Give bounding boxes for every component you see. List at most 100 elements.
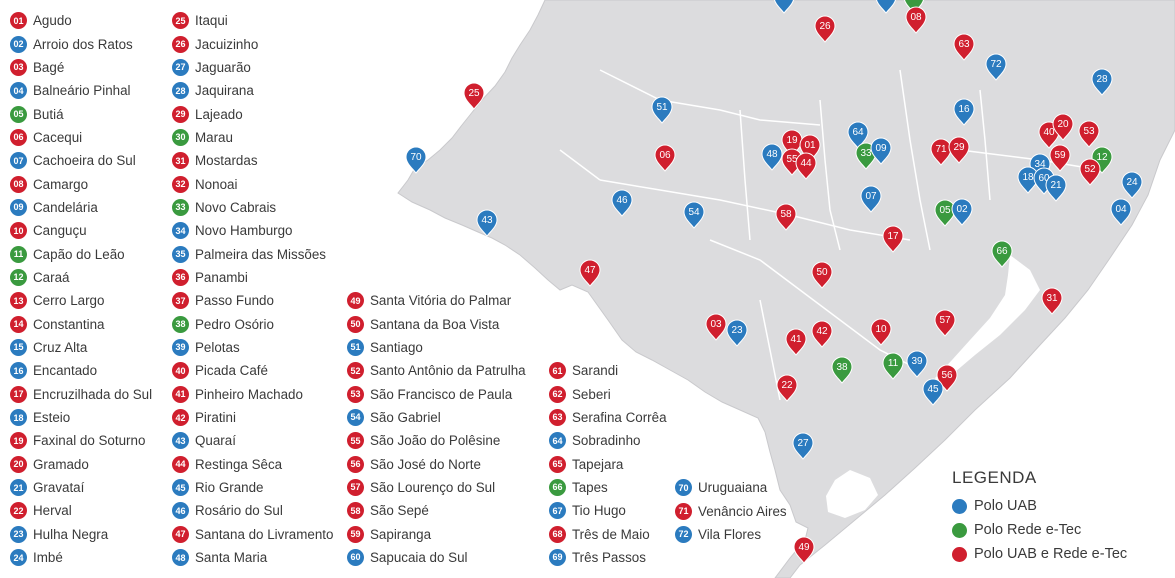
list-item: 55 São João do Polêsine [347, 429, 526, 452]
map-pin: 19 [781, 129, 803, 157]
list-item-number-badge: 43 [172, 432, 189, 450]
list-item-number-badge: 68 [549, 525, 566, 543]
map-pin-marker [904, 0, 924, 14]
list-item: 36 Panambi [172, 266, 333, 289]
list-item: 56 São José do Norte [347, 452, 526, 475]
list-item-name: Serafina Corrêa [572, 409, 667, 425]
list-item: 63 Serafina Corrêa [549, 406, 667, 429]
map-pin-marker [1121, 171, 1143, 199]
list-item-name: São Lourenço do Sul [370, 479, 496, 495]
list-item-name: Sapucaia do Sul [370, 549, 468, 565]
list-item-number-badge: 63 [549, 408, 566, 426]
map-pin-number: 53 [1083, 126, 1095, 137]
list-item-number-badge: 38 [172, 315, 189, 333]
list-item-number-badge: 36 [172, 268, 189, 286]
list-item-number-badge: 62 [549, 385, 566, 403]
map-pin-number: 08 [910, 12, 922, 23]
list-item-number-badge: 51 [347, 338, 364, 356]
list-item-number-badge: 72 [675, 525, 692, 543]
map-pin-marker [811, 261, 833, 289]
list-item-name: Jaquirana [195, 83, 254, 99]
list-item-number-badge: 49 [347, 292, 364, 310]
list-item-number-badge: 65 [549, 455, 566, 473]
list-item-number-badge: 14 [10, 315, 27, 333]
list-item-number-badge: 59 [347, 525, 364, 543]
list-item-name: São José do Norte [370, 456, 481, 472]
list-item-name: Capão do Leão [33, 246, 125, 262]
map-pin-marker [870, 318, 892, 346]
list-item-name: Gravataí [33, 480, 85, 496]
map-pin: 25 [463, 82, 485, 110]
map-pin-number: 16 [958, 104, 970, 115]
map-pin-number: 09 [875, 143, 887, 154]
map-pin-number: 58 [780, 209, 792, 220]
list-item-name: Panambi [195, 269, 248, 285]
list-item-name: Caraá [33, 269, 70, 285]
list-item-number-badge: 05 [10, 105, 27, 123]
map-pin-number: 47 [584, 265, 596, 276]
map-pin-number: 29 [953, 142, 965, 153]
map-pin: 46 [611, 189, 633, 217]
map-pin-marker [934, 199, 956, 227]
list-item-name: Picada Café [195, 363, 268, 379]
list-item-name: Sobradinho [572, 433, 641, 449]
list-item-name: São João do Polêsine [370, 433, 501, 449]
list-item-number-badge: 23 [10, 525, 27, 543]
list-item: 59 Sapiranga [347, 522, 526, 545]
map-pin-marker [1110, 198, 1132, 226]
map-pin: 45 [922, 378, 944, 406]
map-pin-number: 51 [656, 102, 668, 113]
list-item-name: Mostardas [195, 153, 258, 169]
list-item-name: Novo Cabrais [195, 199, 277, 215]
map-pin-marker [1017, 166, 1039, 194]
map-pin-number: 12 [1096, 152, 1108, 163]
map-pin: 22 [776, 374, 798, 402]
lagoa-mirim [826, 470, 878, 518]
list-item-name: Lajeado [195, 106, 243, 122]
list-item-number-badge: 16 [10, 362, 27, 380]
map-pin: 54 [683, 201, 705, 229]
list-item-name: Sarandi [572, 363, 619, 379]
map-pin: 72 [985, 53, 1007, 81]
map-pin-marker [831, 356, 853, 384]
list-item-name: Santana da Boa Vista [370, 316, 500, 332]
list-item-number-badge: 70 [675, 479, 692, 497]
map-pin-marker [651, 96, 673, 124]
map-pin: 43 [476, 209, 498, 237]
list-item-number-badge: 58 [347, 502, 364, 520]
list-item-number-badge: 55 [347, 432, 364, 450]
map-pin-marker [1052, 113, 1074, 141]
map-pin-marker [405, 146, 427, 174]
map-pin: 24 [1121, 171, 1143, 199]
map-pin-marker [953, 98, 975, 126]
list-item-number-badge: 22 [10, 502, 27, 520]
map-pin-number: 43 [481, 215, 493, 226]
list-item-name: Sapiranga [370, 526, 432, 542]
map-pin-number: 03 [710, 319, 722, 330]
map-pin-marker [775, 203, 797, 231]
map-pin-marker [934, 309, 956, 337]
map-pin-number: 64 [852, 127, 864, 138]
map-pin: 70 [405, 146, 427, 174]
list-item-name: Palmeira das Missões [195, 246, 326, 262]
map-pin-marker [948, 136, 970, 164]
map-pin-number: 40 [1043, 127, 1055, 138]
list-item-number-badge: 56 [347, 455, 364, 473]
map-pin: 48 [761, 143, 783, 171]
